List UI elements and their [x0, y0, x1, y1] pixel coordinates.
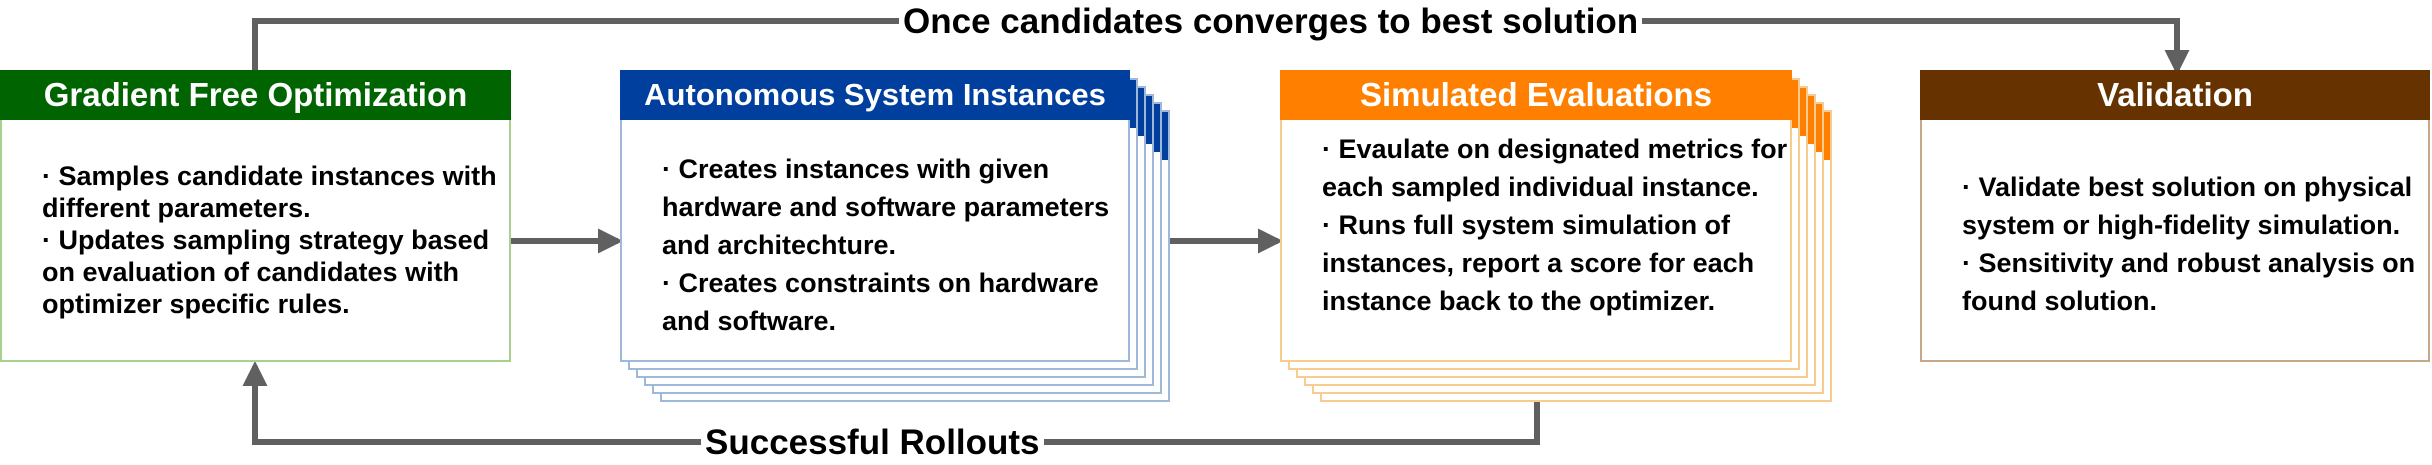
asi-title: Autonomous System Instances: [620, 70, 1130, 120]
val-title: Validation: [1920, 70, 2430, 120]
converge-label: Once candidates converges to best soluti…: [899, 2, 1643, 42]
gfo-bullets: · Samples candidate instances with diffe…: [42, 160, 512, 320]
asi-box: Autonomous System Instances · Creates in…: [620, 70, 1130, 362]
asi-bullet: · Creates instances with given hardware …: [662, 154, 1110, 260]
val-box: Validation · Validate best solution on p…: [1920, 70, 2430, 362]
gfo-bullet: · Samples candidate instances with diffe…: [42, 161, 497, 223]
val-bullet: · Sensitivity and robust analysis on fou…: [1962, 248, 2416, 316]
rollout-label: Successful Rollouts: [701, 423, 1044, 463]
gfo-box: Gradient Free Optimization · Samples can…: [0, 70, 511, 362]
sim-bullets: · Evaulate on designated metrics for eac…: [1322, 130, 1788, 320]
sim-title: Simulated Evaluations: [1280, 70, 1792, 120]
gfo-bullet: · Updates sampling strategy based on eva…: [42, 225, 490, 319]
val-bullets: · Validate best solution on physical sys…: [1962, 168, 2430, 320]
asi-bullet: · Creates constraints on hardware and so…: [662, 268, 1099, 336]
sim-bullet: · Runs full system simulation of instanc…: [1322, 210, 1755, 316]
sim-bullet: · Evaulate on designated metrics for eac…: [1322, 134, 1788, 202]
val-bullet: · Validate best solution on physical sys…: [1962, 172, 2413, 240]
sim-box: Simulated Evaluations · Evaulate on desi…: [1280, 70, 1792, 362]
gfo-title: Gradient Free Optimization: [0, 70, 511, 120]
asi-bullets: · Creates instances with given hardware …: [662, 150, 1128, 340]
